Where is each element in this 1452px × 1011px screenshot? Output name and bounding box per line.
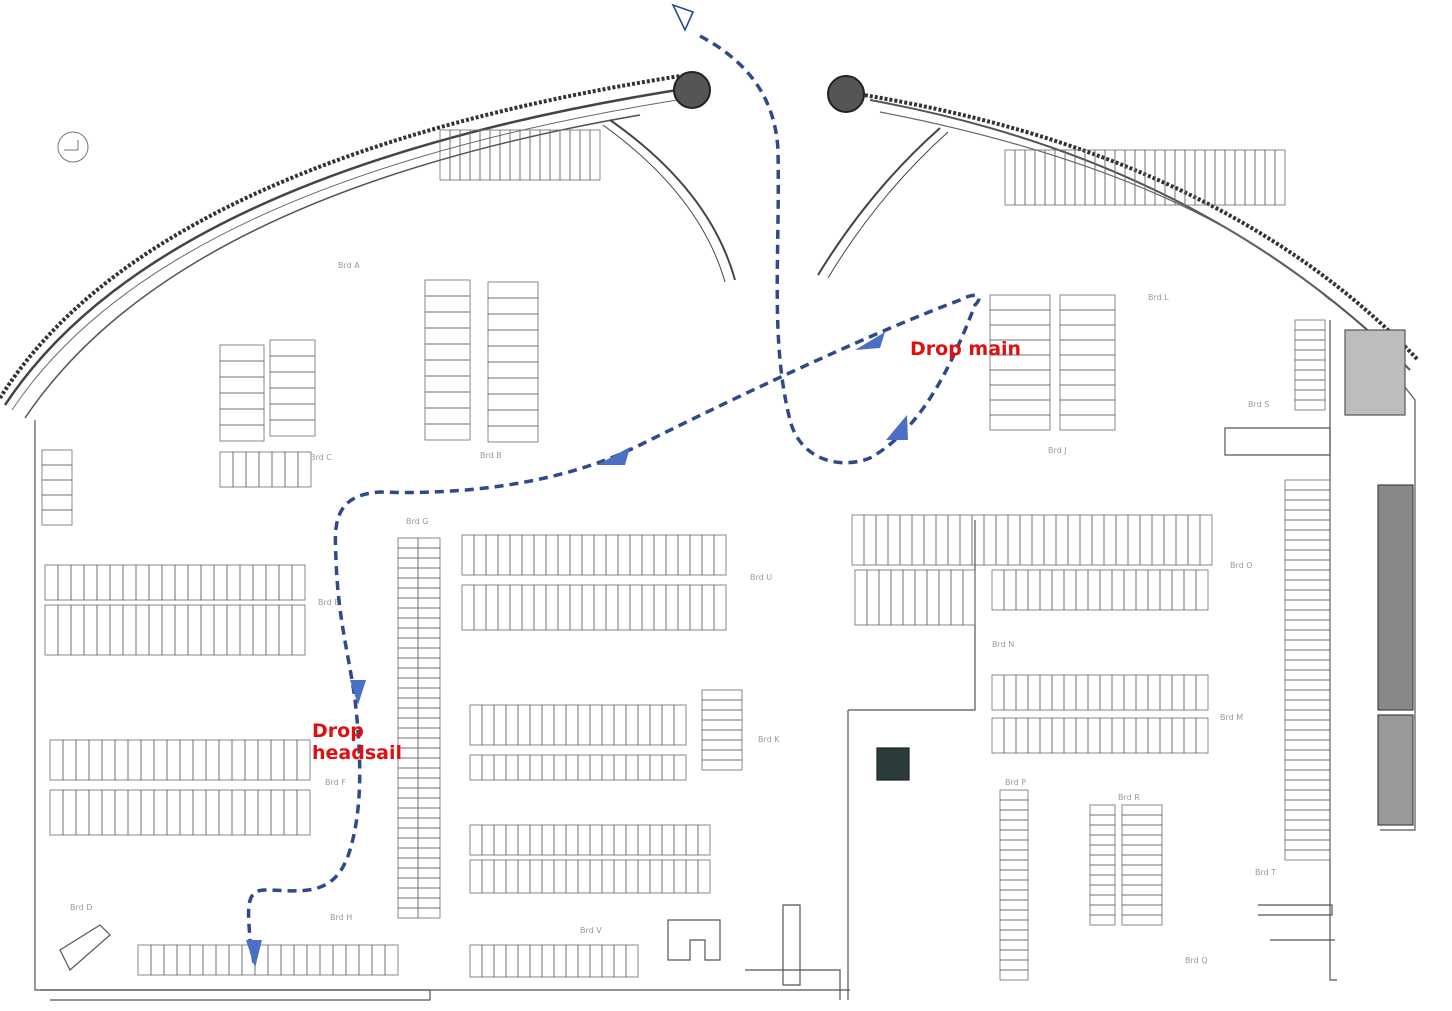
pier-label: Brd G	[406, 517, 428, 526]
left-breakwater	[0, 71, 736, 419]
direction-arrow-icon	[855, 332, 885, 350]
sailing-route	[246, 34, 981, 969]
pier-label: Brd K	[758, 735, 780, 744]
drop-headsail-line1: Drop	[312, 720, 364, 742]
pier-label: Brd R	[1118, 793, 1140, 802]
pier-label: Brd U	[750, 573, 772, 582]
direction-arrow-icon	[886, 415, 908, 440]
pier-labels: Brd A Brd B Brd C Brd D Brd E Brd F Brd …	[70, 261, 1276, 965]
pier-label: Brd C	[310, 453, 332, 462]
drop-main-annotation: Drop main	[910, 338, 1022, 360]
pier-label: Brd S	[1248, 400, 1269, 409]
pier-label: Brd N	[992, 640, 1014, 649]
drop-headsail-annotation: Drop headsail	[312, 720, 402, 764]
berth-blocks	[41, 129, 1331, 981]
pier-label: Brd H	[330, 913, 352, 922]
direction-arrow-icon	[597, 447, 630, 465]
direction-arrow-icon	[350, 680, 366, 705]
pier-label: Brd L	[1148, 293, 1169, 302]
pier-label: Brd Q	[1185, 956, 1208, 965]
right-breakwater	[817, 75, 1420, 371]
pier-label: Brd O	[1230, 561, 1253, 570]
pier-label: Brd F	[325, 778, 346, 787]
pier-label: Brd V	[580, 926, 602, 935]
start-triangle-icon	[671, 3, 695, 32]
pier-label: Brd E	[318, 598, 339, 607]
quay-outline	[34, 320, 1416, 1001]
pier-label: Brd T	[1255, 868, 1276, 877]
pier-label: Brd B	[480, 451, 502, 460]
pier-label: Brd J	[1048, 446, 1067, 455]
pier-label: Brd P	[1005, 778, 1026, 787]
pier-label: Brd D	[70, 903, 92, 912]
compass-north-icon	[57, 131, 89, 163]
drop-headsail-line2: headsail	[312, 742, 402, 764]
direction-arrow-icon	[246, 940, 262, 968]
route-arrows	[246, 332, 908, 968]
pier-label: Brd M	[1220, 713, 1243, 722]
pier-label: Brd A	[338, 261, 360, 270]
